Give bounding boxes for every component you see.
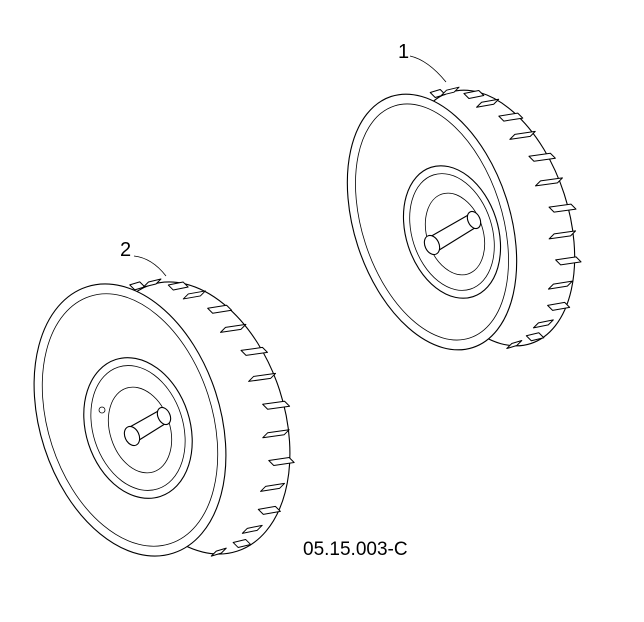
- tread-lug: [262, 429, 290, 439]
- tread-lug: [441, 86, 460, 96]
- tread-lug: [248, 372, 277, 382]
- tread-lug: [142, 278, 162, 288]
- tread-lug: [241, 524, 263, 534]
- tread-lug: [532, 319, 554, 329]
- tread-lug: [257, 505, 281, 515]
- callout-label-2: 2: [120, 239, 131, 261]
- tread-lug: [210, 547, 227, 557]
- tread-lug: [506, 340, 523, 350]
- callout-1: 1: [398, 41, 447, 83]
- tread-lug: [498, 112, 524, 122]
- tread-lug: [548, 230, 577, 240]
- tread-lug: [555, 256, 582, 266]
- part-number: 05.15.003-C: [303, 539, 408, 560]
- callout-label-1: 1: [398, 41, 409, 63]
- wheel-assembly-2: [33, 278, 295, 557]
- tread-lug: [268, 456, 295, 466]
- tread-lug: [547, 280, 573, 290]
- tread-lug: [219, 323, 247, 333]
- tread-lug: [525, 332, 545, 342]
- tread-lug: [207, 304, 233, 314]
- tread-lug: [262, 400, 291, 410]
- tread-lug: [548, 203, 577, 213]
- tread-lug: [167, 281, 189, 291]
- tread-lug: [535, 177, 563, 187]
- tread-lug: [509, 130, 536, 140]
- tread-lug: [182, 290, 206, 300]
- tread-lug: [528, 152, 556, 162]
- tread-lug: [476, 98, 500, 108]
- wheel-assembly-1: [346, 86, 582, 351]
- tread-lug: [463, 90, 485, 100]
- axle-hub-1: [423, 210, 482, 256]
- tread-lug: [232, 538, 252, 548]
- tread-lug: [260, 482, 285, 492]
- tread-lug: [240, 346, 268, 356]
- axle-hub-2: [98, 406, 172, 447]
- tread-lug: [547, 301, 571, 311]
- callout-2: 2: [120, 239, 167, 277]
